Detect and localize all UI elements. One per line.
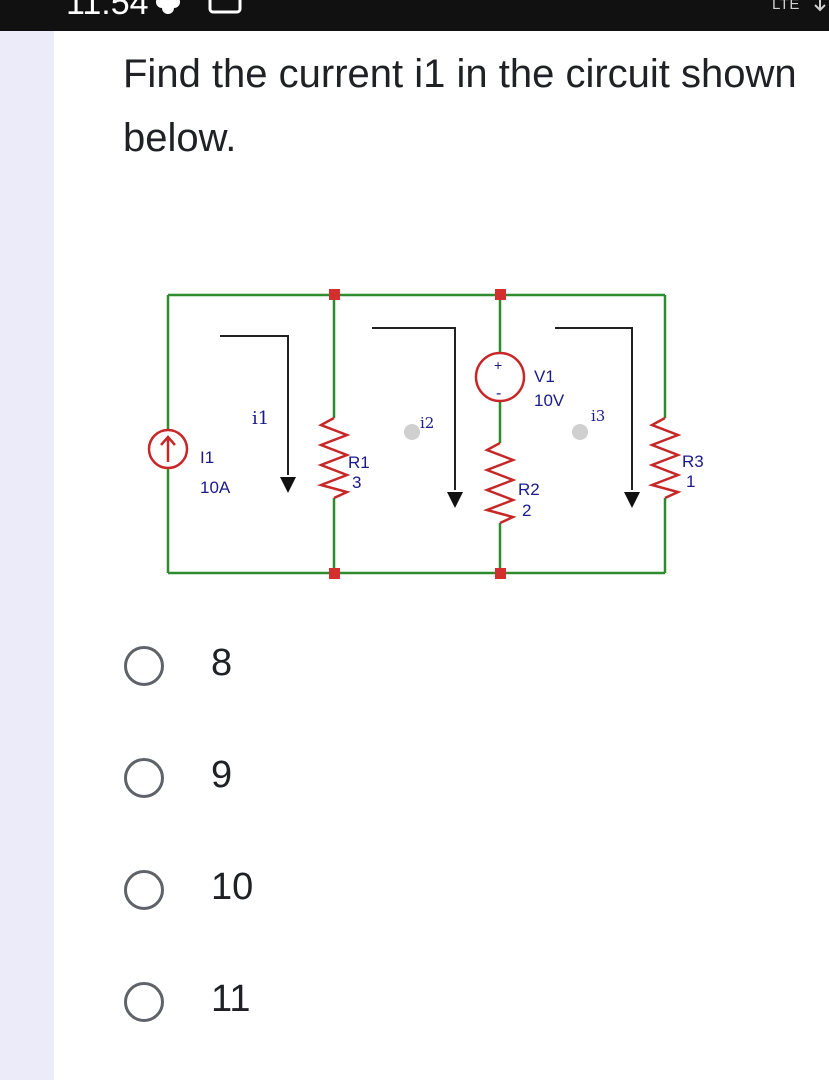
screenshot-icon (207, 0, 243, 21)
resistor-r1: R1 3 (316, 416, 370, 500)
current-label-i1: i1 (252, 408, 269, 429)
option-3[interactable]: 10 (122, 864, 422, 924)
r1-value: 3 (352, 473, 361, 492)
r1-name: R1 (348, 453, 370, 472)
r3-name: R3 (682, 452, 704, 471)
radio-button[interactable] (124, 870, 164, 910)
option-4[interactable]: 11 (122, 976, 422, 1036)
flower-icon (150, 0, 188, 21)
circuit-nodes (329, 289, 506, 579)
current-arrow-i2: i2 (372, 327, 463, 508)
network-type: LTE (772, 0, 800, 13)
current-label-i2: i2 (420, 414, 434, 432)
download-icon (812, 0, 828, 21)
radio-button[interactable] (124, 758, 164, 798)
r3-value: 1 (686, 472, 695, 491)
radio-button[interactable] (124, 982, 164, 1022)
resistor-r2: R2 2 (482, 441, 540, 525)
option-label: 8 (211, 642, 233, 684)
circuit-diagram: I1 10A i1 R1 3 i2 + - V1 10V (130, 280, 704, 590)
radio-button[interactable] (124, 646, 164, 686)
option-label: 9 (211, 754, 233, 796)
current-label-i3: i3 (591, 407, 605, 425)
option-label: 11 (211, 978, 251, 1020)
option-1[interactable]: 8 (122, 640, 422, 700)
side-accent-strip (0, 31, 54, 1080)
voltage-name: V1 (534, 367, 555, 386)
option-2[interactable]: 9 (122, 752, 422, 812)
r2-value: 2 (522, 501, 531, 520)
source-name: I1 (200, 448, 214, 467)
voltage-minus: - (496, 385, 501, 402)
current-arrow-i1: i1 (220, 335, 296, 493)
resistor-r3: R3 1 (647, 416, 704, 500)
voltage-source: + - V1 10V (474, 351, 565, 410)
status-bar: 11:54 LTE (0, 0, 829, 31)
voltage-plus: + (494, 357, 502, 373)
status-time: 11:54 (66, 0, 149, 22)
current-source: I1 10A (147, 428, 231, 497)
question-text: Find the current i1 in the circuit shown… (123, 52, 797, 160)
circuit-wires (166, 293, 667, 575)
source-value: 10A (200, 478, 231, 497)
voltage-value: 10V (534, 391, 565, 410)
current-arrow-i3: i3 (555, 327, 640, 508)
r2-name: R2 (518, 480, 540, 499)
option-label: 10 (211, 866, 254, 908)
